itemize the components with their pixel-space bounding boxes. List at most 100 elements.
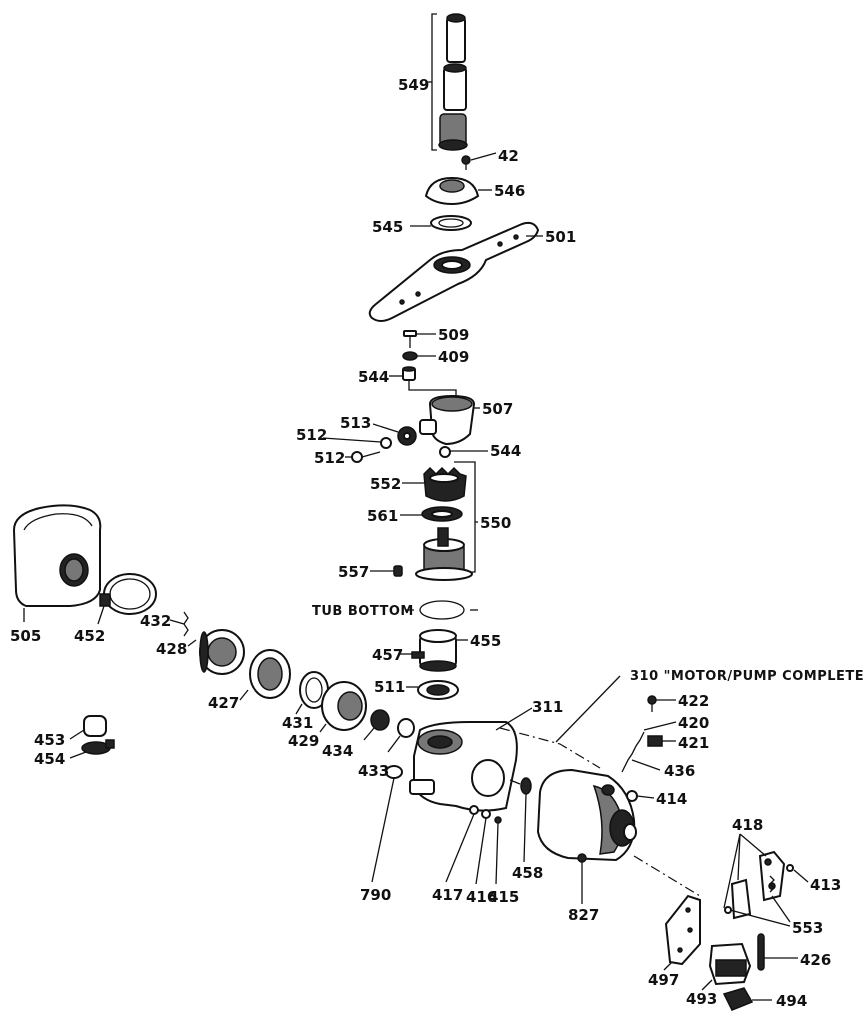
part-457-clamp — [398, 651, 425, 659]
label-494: 494 — [776, 992, 807, 1010]
label-507: 507 — [482, 400, 513, 418]
label-561: 561 — [367, 507, 398, 525]
part-553-spring — [724, 875, 791, 927]
label-545: 545 — [372, 218, 403, 236]
label-501: 501 — [545, 228, 576, 246]
part-432-spring — [169, 611, 189, 637]
part-416-washer — [475, 809, 491, 885]
label-413: 413 — [810, 876, 841, 894]
part-452-clamp — [97, 573, 157, 625]
label-409: 409 — [438, 348, 469, 366]
label-420: 420 — [678, 714, 709, 732]
label-414: 414 — [656, 790, 687, 808]
label-546: 546 — [494, 182, 525, 200]
part-505-housing — [12, 504, 102, 622]
label-426: 426 — [800, 951, 831, 969]
part-42-screw — [461, 152, 497, 170]
part-motor — [536, 768, 637, 862]
part-513-gear — [372, 423, 417, 446]
part-501-spray-arm — [368, 221, 543, 322]
label-493: 493 — [686, 990, 717, 1008]
label-417: 417 — [432, 886, 463, 904]
part-493-solenoid — [701, 942, 752, 991]
part-453-cap — [69, 715, 107, 740]
part-420-spring — [621, 721, 677, 773]
part-507-housing — [419, 394, 480, 446]
part-549-spray-tube — [426, 13, 468, 151]
label-458: 458 — [512, 864, 543, 882]
label-544-upper: 544 — [358, 368, 389, 386]
part-409-washer — [402, 351, 436, 361]
part-311-pump-housing — [409, 707, 533, 812]
tub-bottom-ring — [406, 600, 478, 620]
part-546-hub — [424, 176, 492, 206]
label-427: 427 — [208, 694, 239, 712]
part-436-spring — [631, 759, 661, 771]
part-511-seal — [406, 680, 459, 700]
label-418: 418 — [732, 816, 763, 834]
label-509: 509 — [438, 326, 469, 344]
label-415: 415 — [488, 888, 519, 906]
part-512-screw — [345, 451, 381, 463]
label-tub-bottom: TUB BOTTOM — [312, 604, 414, 619]
label-429: 429 — [288, 732, 319, 750]
label-422: 422 — [678, 692, 709, 710]
part-413-screw — [786, 864, 809, 883]
part-421-clip — [647, 735, 676, 747]
label-310-motor-pump-complete: 310 "MOTOR/PUMP COMPLETE" — [630, 669, 864, 684]
part-433-bushing — [387, 718, 415, 753]
label-428: 428 — [156, 640, 187, 658]
label-421: 421 — [678, 734, 709, 752]
label-552: 552 — [370, 475, 401, 493]
part-512-nut — [322, 437, 392, 449]
part-454-clamp — [69, 739, 115, 759]
label-457: 457 — [372, 646, 403, 664]
label-544-lower: 544 — [490, 442, 521, 460]
part-428-filter — [187, 629, 245, 675]
part-509-screw — [403, 330, 436, 348]
label-511: 511 — [374, 678, 405, 696]
label-416: 416 — [466, 888, 497, 906]
part-557-clip — [370, 565, 403, 577]
label-557: 557 — [338, 563, 369, 581]
label-827: 827 — [568, 906, 599, 924]
assembly-line — [633, 855, 701, 897]
part-544-bushing-upper — [389, 366, 457, 398]
part-422-screw — [647, 695, 676, 712]
label-505: 505 — [10, 627, 41, 645]
part-pump-base — [415, 527, 473, 581]
label-550: 550 — [480, 514, 511, 532]
part-561-seal — [400, 506, 463, 522]
part-790-clamp — [371, 765, 403, 883]
part-418-bracket — [723, 833, 786, 920]
label-452: 452 — [74, 627, 105, 645]
label-512-b: 512 — [314, 449, 345, 467]
part-417-screw — [445, 805, 479, 883]
label-497: 497 — [648, 971, 679, 989]
label-433: 433 — [358, 762, 389, 780]
label-436: 436 — [664, 762, 695, 780]
label-42: 42 — [498, 147, 519, 165]
part-431-ring — [295, 671, 329, 715]
label-512-a: 512 — [296, 426, 327, 444]
part-552-impeller — [402, 466, 467, 502]
label-434: 434 — [322, 742, 353, 760]
label-454: 454 — [34, 750, 65, 768]
label-790: 790 — [360, 886, 391, 904]
part-426-pin — [757, 933, 798, 971]
label-431: 431 — [282, 714, 313, 732]
part-544-bushing-lower — [439, 446, 488, 458]
part-545-washer — [410, 215, 472, 231]
part-458-gasket — [509, 777, 532, 863]
part-494-plunger — [722, 987, 772, 1011]
label-549: 549 — [398, 76, 429, 94]
part-497-plate — [663, 894, 701, 971]
callout-labels: 549 42 546 545 501 509 409 544 507 513 5… — [10, 76, 864, 1010]
part-434-bushing — [363, 709, 390, 741]
part-415-nut — [494, 816, 502, 885]
part-414-nut — [626, 790, 655, 802]
part-427-gasket — [239, 649, 291, 701]
label-311: 311 — [532, 698, 563, 716]
motor-pump-outline — [499, 727, 601, 769]
